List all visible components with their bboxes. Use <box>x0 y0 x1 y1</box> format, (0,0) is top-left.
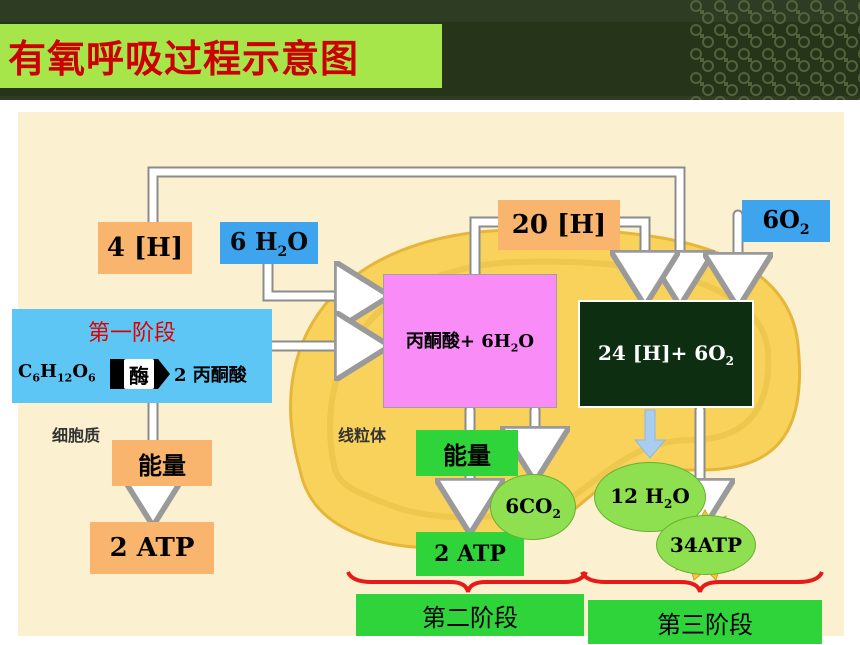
pyruvate-mix-label: 丙酮酸+ 6H2O <box>405 331 535 355</box>
atp-label-2: 2 ATP <box>434 541 506 567</box>
glucose-formula: C6H12O6 <box>18 361 96 385</box>
energy-box-1: 能量 <box>112 440 212 486</box>
energy-label-2: 能量 <box>443 440 491 470</box>
stage2-label: 第二阶段 <box>422 603 518 632</box>
hydrogen-4-label: 4 [H] <box>106 233 184 263</box>
co2-label: 6CO2 <box>505 493 561 521</box>
page-title: 有氧呼吸过程示意图 <box>8 36 360 81</box>
water-6-box: 6 H2O <box>220 222 318 264</box>
oxygen-6-box: 6O2 <box>742 200 830 242</box>
co2-oval: 6CO2 <box>490 474 576 540</box>
atp-34-label: 34ATP <box>669 533 743 557</box>
enzyme-label: 酶 <box>124 359 154 389</box>
hydrogen-4-box: 4 [H] <box>98 222 192 274</box>
energy-label-1: 能量 <box>138 450 186 480</box>
atp-34-oval: 34ATP <box>656 515 756 575</box>
stage1-box: 第一阶段 C6H12O6 酶 2 丙酮酸 <box>12 309 272 403</box>
pattern-decoration-icon <box>690 0 860 100</box>
hydrogen-20-box: 20 [H] <box>498 200 620 250</box>
hydrogen-20-label: 20 [H] <box>511 210 607 240</box>
atp-label-1: 2 ATP <box>109 533 195 563</box>
mitochondria-label: 线粒体 <box>338 426 387 445</box>
oxygen-6-label: 6O2 <box>762 204 810 238</box>
brace-stage2 <box>346 571 588 593</box>
cytoplasm-label: 细胞质 <box>52 426 101 445</box>
stage1-title: 第一阶段 <box>88 321 177 346</box>
water-12-label: 12 H2O <box>610 483 690 511</box>
pyruvate-mix-box: 丙酮酸+ 6H2O <box>383 274 557 408</box>
pyruvate-2-label: 2 丙酮酸 <box>174 365 247 386</box>
energy-box-2: 能量 <box>416 430 518 476</box>
stage2-box: 第二阶段 <box>356 594 584 636</box>
title-box: 有氧呼吸过程示意图 <box>0 24 442 88</box>
hydrogen-oxygen-box: 24 [H]+ 6O2 <box>578 300 754 408</box>
stage3-label: 第三阶段 <box>657 610 753 639</box>
atp-box-2: 2 ATP <box>416 532 524 576</box>
brace-stage3 <box>580 571 824 593</box>
stage3-box: 第三阶段 <box>588 600 822 644</box>
water-6-label: 6 H2O <box>229 226 309 260</box>
hydrogen-oxygen-label: 24 [H]+ 6O2 <box>597 340 735 368</box>
atp-box-1: 2 ATP <box>90 522 214 574</box>
